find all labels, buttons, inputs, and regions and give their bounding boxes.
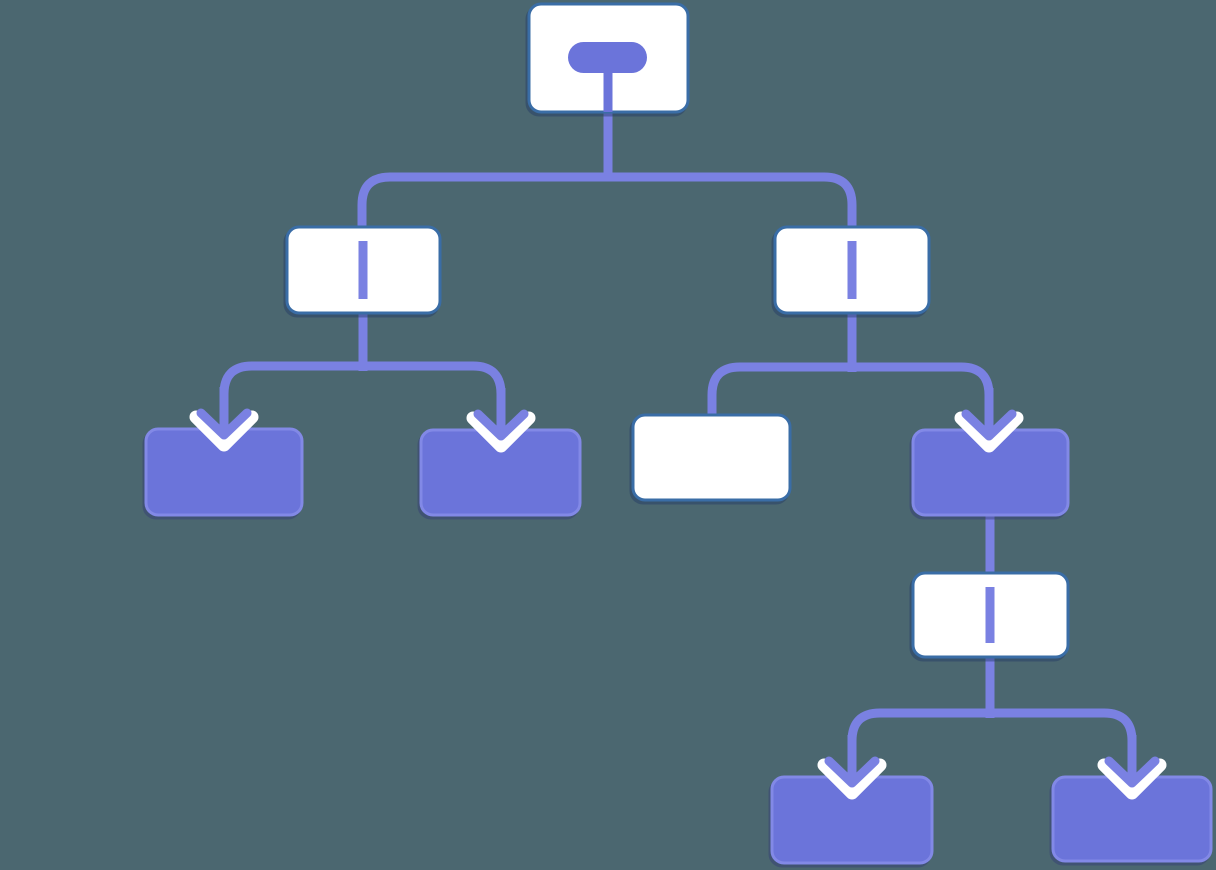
node-node-empty[interactable]: [631, 413, 792, 502]
double-chevron-down-icon-leaf-mid-left: [466, 388, 536, 453]
double-chevron-down-icon-leaf-bottom-right: [1097, 735, 1167, 800]
chevron-arrow-icon: [473, 409, 529, 441]
chevron-arrow-icon: [196, 408, 252, 440]
double-chevron-down-icon-leaf-bottom-left: [817, 735, 887, 800]
double-chevron-down-icon-node-right-purple: [954, 388, 1024, 453]
chevron-outline-icon: [817, 758, 887, 800]
chevron-outline-icon: [466, 411, 536, 453]
connector-level1-split: [357, 172, 857, 228]
root-pill-icon: [568, 42, 647, 73]
double-chevron-down-icon-leaf-far-left: [189, 387, 259, 452]
chevron-arrow-icon: [1104, 756, 1160, 788]
chevron-outline-icon: [189, 410, 259, 452]
chevron-arrow-icon: [961, 409, 1017, 441]
connector-right-branch-split: [707, 362, 994, 416]
chevron-arrow-icon: [824, 756, 880, 788]
connector-left-branch-split: [219, 361, 506, 410]
chevron-outline-icon: [954, 411, 1024, 453]
connector-bottom-split: [847, 708, 1137, 758]
chevron-outline-icon: [1097, 758, 1167, 800]
